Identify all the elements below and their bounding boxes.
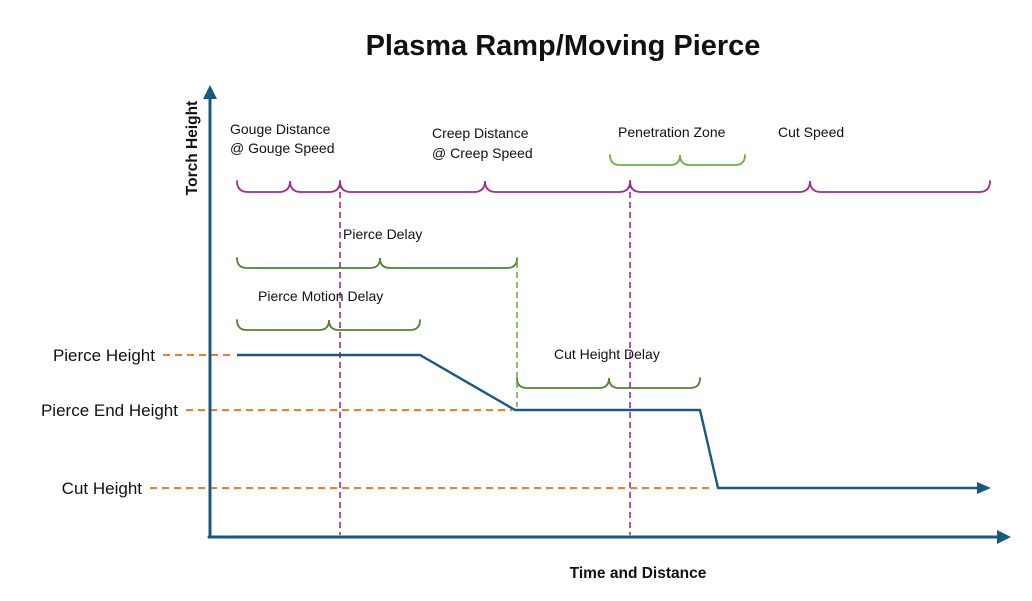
cut-height-label: Cut Height — [62, 479, 143, 498]
cut-height-delay-brace — [516, 377, 701, 389]
y-axis-arrowhead — [203, 85, 217, 99]
gouge-distance-label-line1: Gouge Distance — [230, 121, 331, 137]
cut-speed-label: Cut Speed — [778, 124, 844, 140]
pierce-motion-delay-brace — [236, 319, 421, 331]
y-axis-label: Torch Height — [184, 101, 201, 195]
x-axis-arrowhead — [997, 530, 1011, 544]
cut-speed-brace — [629, 180, 991, 193]
creep-distance-label-line1: Creep Distance — [432, 125, 529, 141]
gouge-distance-label-line2: @ Gouge Speed — [230, 140, 335, 156]
pierce-end-height-label: Pierce End Height — [41, 401, 178, 420]
profile-arrowhead — [977, 482, 991, 494]
creep-distance-brace — [339, 180, 631, 193]
diagram-title: Plasma Ramp/Moving Pierce — [366, 30, 761, 62]
torch-height-profile — [237, 353, 978, 490]
cut-height-delay-label: Cut Height Delay — [554, 346, 660, 362]
x-axis-label: Time and Distance — [570, 565, 707, 582]
penetration-zone-brace — [609, 154, 746, 166]
gouge-distance-brace — [236, 180, 341, 193]
creep-distance-label-line2: @ Creep Speed — [432, 145, 533, 161]
pierce-delay-brace — [236, 257, 518, 269]
pierce-height-label: Pierce Height — [53, 346, 155, 365]
pierce-motion-delay-label: Pierce Motion Delay — [258, 288, 383, 304]
penetration-zone-label: Penetration Zone — [618, 124, 726, 140]
pierce-delay-label: Pierce Delay — [343, 226, 422, 242]
